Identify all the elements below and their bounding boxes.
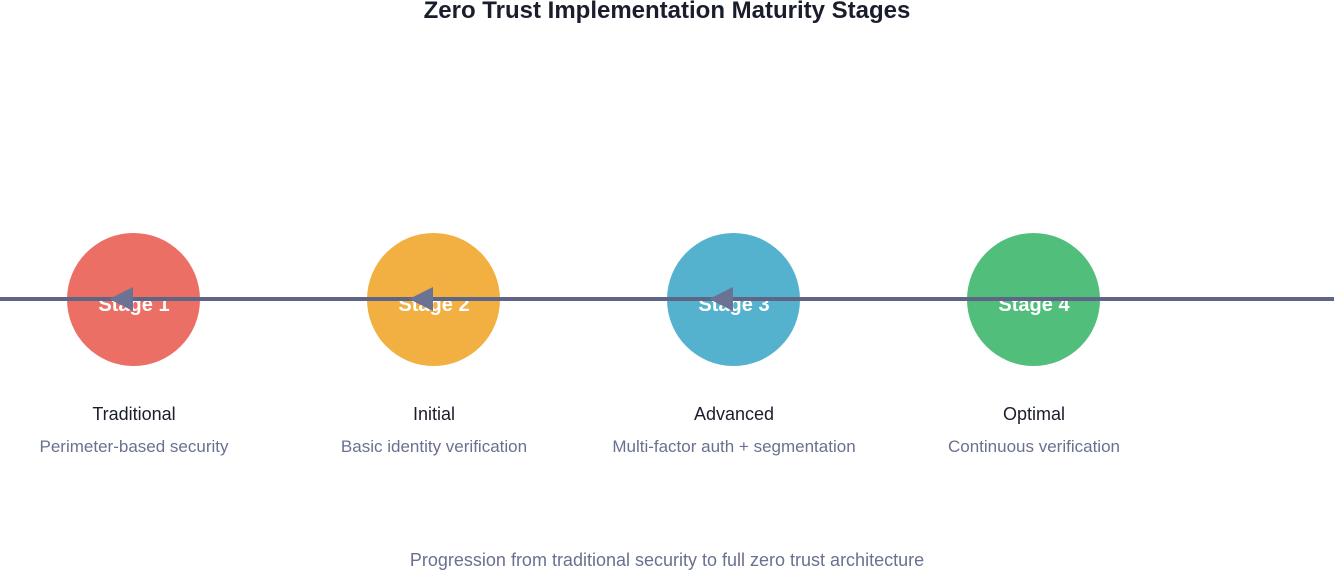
stage-3-name: Advanced (693, 404, 775, 424)
page-title: Zero Trust Implementation Maturity Stage… (423, 0, 911, 24)
stage-4-name: Optimal (1002, 404, 1065, 424)
stage-1-description: Perimeter-based security (39, 437, 229, 456)
diagram-caption: Progression from traditional security to… (409, 550, 925, 570)
stage-3-label: Stage 3 (698, 294, 770, 316)
stage-4-description: Continuous verification (948, 437, 1120, 456)
stage-2-label: Stage 2 (398, 294, 470, 316)
stage-3-description: Multi-factor auth + segmentation (612, 437, 856, 456)
stage-1-label: Stage 1 (98, 294, 170, 316)
stage-2-name: Initial (412, 404, 456, 424)
stage-2-description: Basic identity verification (340, 437, 528, 456)
stage-1-name: Traditional (92, 404, 176, 424)
stage-4-label: Stage 4 (998, 294, 1070, 316)
